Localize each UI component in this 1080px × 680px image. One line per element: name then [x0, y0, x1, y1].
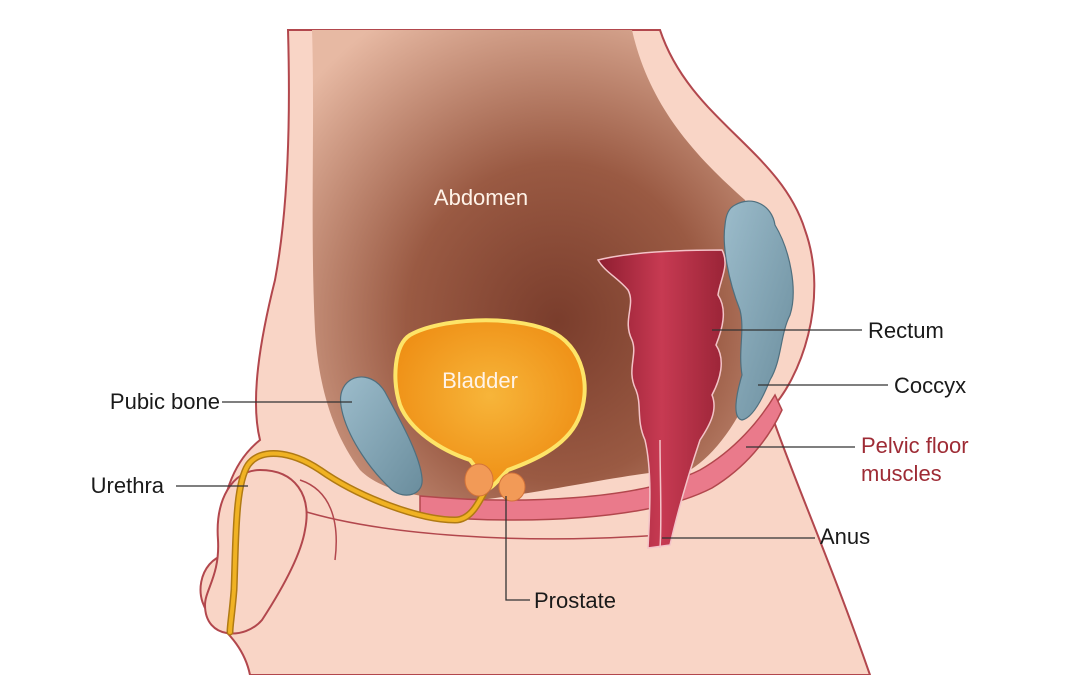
rectum-shape: [596, 249, 726, 549]
label-pelvic-floor-line1: Pelvic floor: [861, 433, 969, 458]
pelvic-floor-muscles: [419, 393, 783, 521]
label-prostate: Prostate: [534, 588, 616, 613]
label-abdomen: Abdomen: [434, 185, 528, 210]
bladder-shape: [393, 318, 587, 491]
label-anus: Anus: [820, 524, 870, 549]
urethra-tube-fill: [228, 451, 490, 634]
leader-prostate: [505, 496, 530, 601]
label-urethra: Urethra: [91, 473, 165, 498]
coccyx-shape: [723, 200, 794, 421]
label-pubic-bone: Pubic bone: [110, 389, 220, 414]
label-rectum: Rectum: [868, 318, 944, 343]
label-bladder: Bladder: [442, 368, 518, 393]
label-pelvic-floor-line2: muscles: [861, 461, 942, 486]
perineum-fold: [299, 509, 661, 540]
anal-canal: [659, 439, 662, 549]
prostate-right-lobe: [498, 472, 526, 502]
prostate-left-lobe: [464, 463, 494, 497]
scrotum-fold: [299, 479, 337, 561]
pubic-bone-shape: [339, 376, 423, 496]
label-coccyx: Coccyx: [894, 373, 966, 398]
